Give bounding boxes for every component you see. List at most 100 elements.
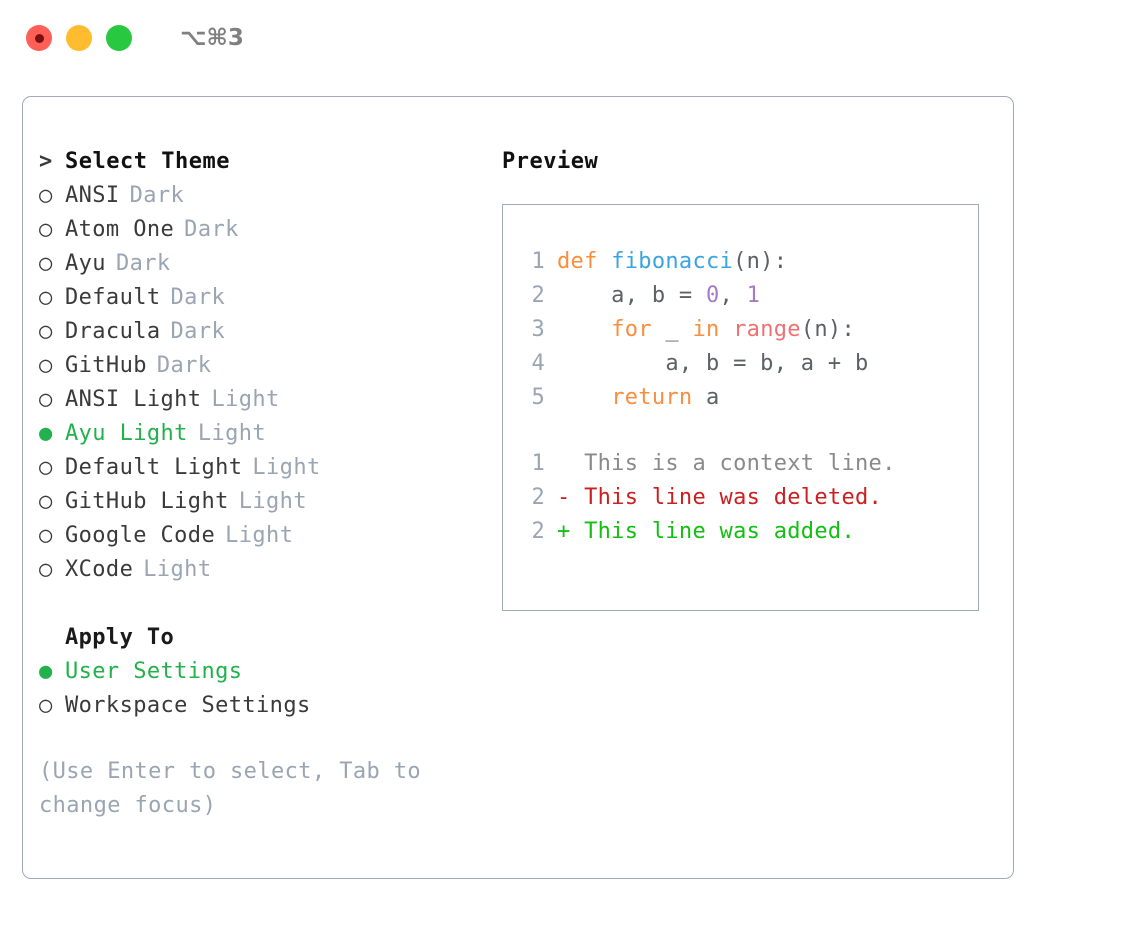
line-number: 2 (531, 485, 545, 510)
theme-option-label: Ayu Light (65, 421, 188, 446)
theme-variant-badge: Light (238, 489, 307, 514)
theme-option-github-light[interactable]: ○ GitHub Light Light (39, 489, 489, 523)
theme-option-default-light[interactable]: ○ Default Light Light (39, 455, 489, 489)
line-number: 3 (531, 317, 545, 342)
theme-option-ansi-light[interactable]: ○ ANSI Light Light (39, 387, 489, 421)
title-bar: ⌥⌘3 (0, 0, 1140, 76)
theme-variant-badge: Light (143, 557, 212, 582)
preview-title: Preview (502, 149, 599, 174)
theme-variant-badge: Light (211, 387, 280, 412)
code-line: 4 a, b = b, a + b (519, 351, 978, 385)
apply-to-option-user-settings[interactable]: ● User Settings (39, 659, 489, 693)
diff-line-text: - This line was deleted. (557, 485, 883, 510)
code-line: 5 return a (519, 385, 978, 419)
theme-option-label: GitHub (65, 353, 147, 378)
code-token-plain (557, 317, 611, 342)
theme-variant-badge: Light (225, 523, 294, 548)
code-token-plain: _ (651, 317, 693, 342)
close-button[interactable] (26, 25, 52, 51)
code-token-punct: (n): (800, 317, 856, 342)
theme-option-label: XCode (65, 557, 134, 582)
theme-option-ansi[interactable]: ○ ANSI Dark (39, 183, 489, 217)
apply-to-option-label: Workspace Settings (65, 693, 311, 718)
apply-to-list: ● User Settings ○Workspace Settings (39, 659, 489, 727)
apply-to-marker-placeholder: ○ (39, 625, 65, 650)
apply-to-option-label: User Settings (65, 659, 243, 684)
theme-option-label: ANSI (65, 183, 120, 208)
theme-variant-badge: Light (197, 421, 267, 446)
code-token-plain (557, 385, 611, 410)
code-token-plain (720, 317, 734, 342)
minimize-button[interactable] (66, 25, 92, 51)
radio-unselected-icon: ○ (39, 557, 53, 582)
code-token-kw: for (611, 317, 652, 342)
diff-line-del: 2 - This line was deleted. (519, 485, 978, 519)
keyboard-hint: (Use Enter to select, Tab to change focu… (39, 759, 422, 818)
code-token-punct: , (719, 283, 747, 308)
code-token-kw: def (557, 249, 598, 274)
diff-line-text: + This line was added. (557, 519, 855, 544)
caret-icon: > (39, 149, 53, 174)
apply-to-option-workspace-settings[interactable]: ○Workspace Settings (39, 693, 489, 727)
apply-to-header-label: Apply To (65, 625, 175, 650)
theme-option-label: GitHub Light (65, 489, 229, 514)
line-number: 5 (531, 385, 545, 410)
radio-unselected-icon: ○ (39, 523, 53, 548)
theme-option-ayu-light[interactable]: ● Ayu Light Light (39, 421, 489, 455)
line-number: 4 (531, 351, 545, 376)
theme-option-github[interactable]: ○ GitHub Dark (39, 353, 489, 387)
theme-variant-badge: Dark (115, 251, 171, 276)
theme-variant-badge: Dark (170, 285, 226, 310)
window-title: ⌥⌘3 (180, 25, 244, 51)
theme-option-label: Google Code (65, 523, 216, 548)
diff-sample: 1 This is a context line.2- This line wa… (519, 451, 978, 553)
code-token-kw: in (692, 317, 720, 342)
code-line: 1 def fibonacci(n): (519, 249, 978, 283)
code-token-num: 1 (746, 283, 761, 308)
radio-unselected-icon: ○ (39, 183, 53, 208)
theme-option-label: Ayu (65, 251, 106, 276)
theme-option-label: Dracula (65, 319, 161, 344)
radio-selected-icon: ● (39, 659, 53, 684)
radio-unselected-icon: ○ (39, 285, 53, 310)
radio-unselected-icon: ○ (39, 387, 53, 412)
theme-option-google-code[interactable]: ○ Google Code Light (39, 523, 489, 557)
code-token-punct: = (678, 283, 706, 308)
diff-line-text: This is a context line. (557, 451, 896, 476)
theme-option-atom-one[interactable]: ○ Atom One Dark (39, 217, 489, 251)
line-number: 1 (531, 249, 545, 274)
radio-unselected-icon: ○ (39, 217, 53, 242)
theme-variant-badge: Light (252, 455, 321, 480)
theme-option-xcode[interactable]: ○ XCode Light (39, 557, 489, 591)
diff-line-ctx: 1 This is a context line. (519, 451, 978, 485)
theme-variant-badge: Dark (156, 353, 212, 378)
list-spacer (39, 591, 489, 625)
radio-unselected-icon: ○ (39, 353, 53, 378)
apply-to-header: ○ Apply To (39, 625, 489, 659)
radio-selected-icon: ● (39, 421, 53, 446)
code-token-fn: fibonacci (611, 249, 734, 274)
code-diff-gap (519, 419, 978, 451)
theme-option-label: ANSI Light (65, 387, 202, 412)
line-number: 2 (531, 519, 545, 544)
code-token-plain: a (692, 385, 720, 410)
theme-option-label: Atom One (65, 217, 175, 242)
select-theme-header: > Select Theme (39, 149, 489, 183)
theme-variant-badge: Dark (129, 183, 185, 208)
code-token-punct: (n): (733, 249, 788, 274)
theme-variant-badge: Dark (184, 217, 239, 242)
code-line: 2 a, b = 0, 1 (519, 283, 978, 317)
theme-option-label: Default Light (65, 455, 243, 480)
radio-unselected-icon: ○ (39, 455, 53, 480)
radio-unselected-icon: ○ (39, 489, 53, 514)
maximize-button[interactable] (106, 25, 132, 51)
